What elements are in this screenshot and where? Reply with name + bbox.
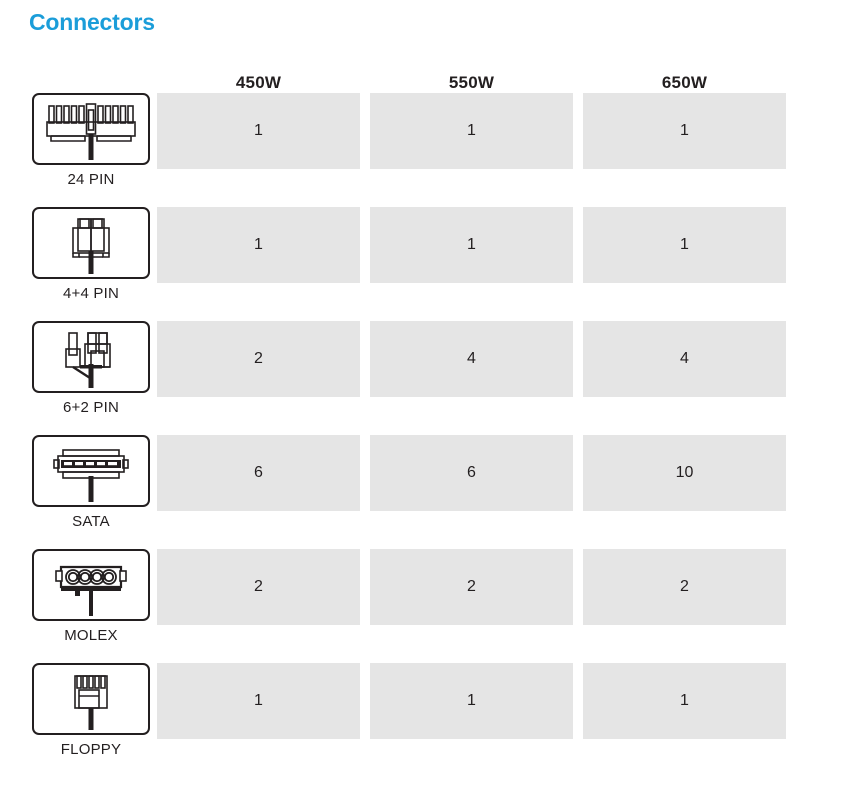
value-text: 1	[157, 93, 360, 169]
connector-4plus4pin-icon	[32, 207, 150, 279]
row-icon-cell: FLOPPY	[0, 663, 157, 759]
row-label: FLOPPY	[60, 741, 122, 758]
value-text: 1	[583, 207, 786, 283]
value-cell-450w: 1	[157, 93, 370, 169]
value-cell-450w: 2	[157, 321, 370, 397]
value-cell-650w: 1	[583, 93, 796, 169]
row-icon-cell: SATA	[0, 435, 157, 531]
row-label: SATA	[72, 513, 110, 530]
value-text: 2	[157, 321, 360, 397]
value-text: 1	[370, 663, 573, 739]
value-text: 6	[157, 435, 360, 511]
page-title: Connectors	[29, 9, 155, 35]
value-text: 1	[157, 207, 360, 283]
value-cell-550w: 6	[370, 435, 583, 511]
value-text: 1	[157, 663, 360, 739]
table-row: 6+2 PIN 2 4 4	[0, 321, 848, 435]
value-cell-550w: 2	[370, 549, 583, 625]
value-text: 6	[370, 435, 573, 511]
value-cell-550w: 1	[370, 207, 583, 283]
table-row: SATA 6 6 10	[0, 435, 848, 549]
row-icon-cell: MOLEX	[0, 549, 157, 645]
connector-24pin-icon	[32, 93, 150, 165]
value-cell-450w: 1	[157, 663, 370, 739]
header-cell-550w: 550W	[370, 73, 583, 93]
column-header-label: 450W	[235, 73, 282, 92]
connectors-table: 450W 550W 650W	[0, 55, 848, 777]
connector-6plus2pin-icon	[32, 321, 150, 393]
row-icon-cell: 24 PIN	[0, 93, 157, 189]
value-cell-650w: 4	[583, 321, 796, 397]
value-cell-650w: 1	[583, 663, 796, 739]
value-cell-550w: 1	[370, 663, 583, 739]
row-label: 6+2 PIN	[62, 399, 120, 416]
header-cell-650w: 650W	[583, 73, 796, 93]
value-cell-450w: 2	[157, 549, 370, 625]
value-text: 2	[370, 549, 573, 625]
value-text: 1	[370, 93, 573, 169]
value-cell-450w: 1	[157, 207, 370, 283]
row-label: MOLEX	[64, 627, 118, 644]
row-label: 4+4 PIN	[62, 285, 120, 302]
row-icon-cell: 4+4 PIN	[0, 207, 157, 303]
value-cell-650w: 10	[583, 435, 796, 511]
table-row: MOLEX 2 2 2	[0, 549, 848, 663]
header-cell-450w: 450W	[157, 73, 370, 93]
value-cell-650w: 2	[583, 549, 796, 625]
value-cell-550w: 4	[370, 321, 583, 397]
value-text: 1	[583, 663, 786, 739]
value-text: 1	[583, 93, 786, 169]
value-text: 1	[370, 207, 573, 283]
table-row: 4+4 PIN 1 1 1	[0, 207, 848, 321]
value-cell-450w: 6	[157, 435, 370, 511]
value-text: 10	[583, 435, 786, 511]
connector-molex-icon	[32, 549, 150, 621]
table-header-row: 450W 550W 650W	[0, 55, 848, 93]
connector-floppy-icon	[32, 663, 150, 735]
value-cell-650w: 1	[583, 207, 796, 283]
row-label: 24 PIN	[67, 171, 115, 188]
connector-sata-icon	[32, 435, 150, 507]
value-text: 2	[583, 549, 786, 625]
value-text: 4	[370, 321, 573, 397]
value-text: 2	[157, 549, 360, 625]
value-text: 4	[583, 321, 786, 397]
table-row: 24 PIN 1 1 1	[0, 93, 848, 207]
row-icon-cell: 6+2 PIN	[0, 321, 157, 417]
value-cell-550w: 1	[370, 93, 583, 169]
column-header-label: 550W	[448, 73, 495, 92]
table-row: FLOPPY 1 1 1	[0, 663, 848, 777]
column-header-label: 650W	[661, 73, 708, 92]
